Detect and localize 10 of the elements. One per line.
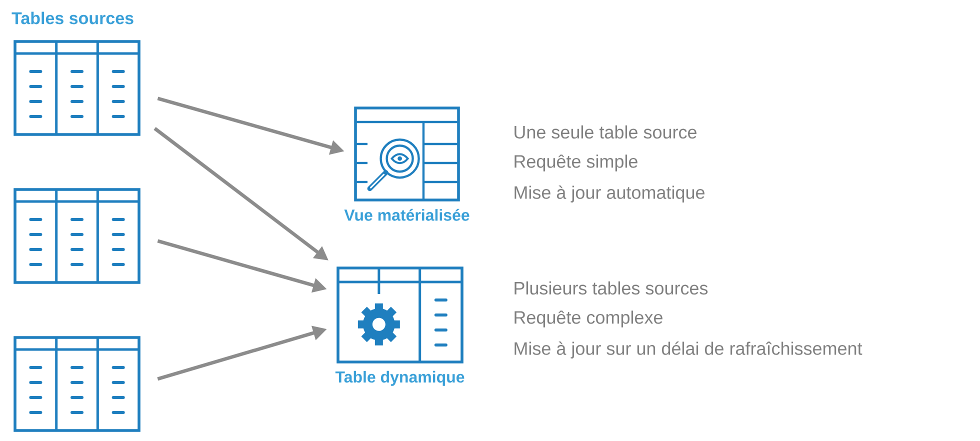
note-text: Requête simple [514,154,638,172]
table-icon [14,336,140,432]
note-text: Requête complexe [514,310,662,328]
note-text: Mise à jour automatique [514,186,704,202]
heading: Tables sources [12,12,134,24]
note-text: Plusieurs tables sources [514,281,708,295]
note-text: Mise à jour sur un délai de rafraîchissement [514,342,862,358]
note-text: Une seule table source [514,125,696,139]
table-icon [14,188,140,284]
table-icon [14,40,140,136]
